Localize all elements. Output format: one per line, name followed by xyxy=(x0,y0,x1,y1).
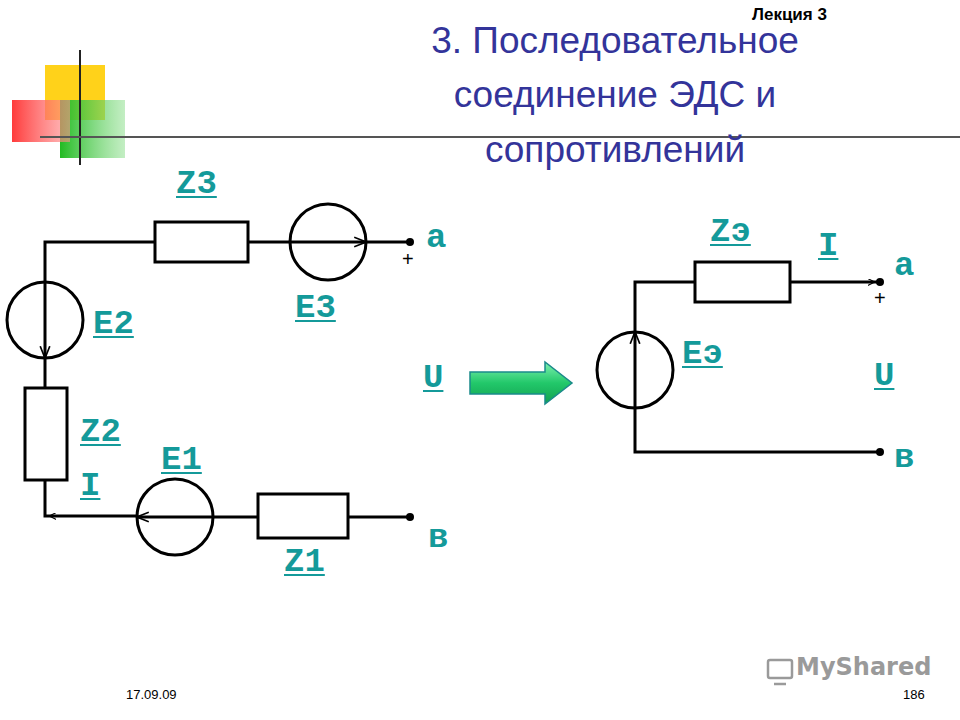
transform-arrow xyxy=(470,362,572,404)
equivalent-circuit xyxy=(597,262,880,452)
emf-source-symbol xyxy=(597,332,673,408)
impedance-label: Z2 xyxy=(80,414,121,451)
emf-label: E3 xyxy=(295,290,336,327)
slide-number: 186 xyxy=(903,688,925,702)
voltage-label: U xyxy=(874,358,894,395)
polarity-mark: + xyxy=(874,287,886,309)
emf-source-symbol xyxy=(137,479,213,555)
impedance-label: Zэ xyxy=(710,214,751,251)
terminal xyxy=(876,448,884,456)
resistor-symbol xyxy=(155,222,248,262)
terminal xyxy=(406,238,414,246)
impedance-label: Z1 xyxy=(284,544,325,581)
emf-label: E2 xyxy=(93,306,134,343)
terminal-label: в xyxy=(894,440,914,477)
voltage-label: U xyxy=(423,360,443,397)
terminal-label: a xyxy=(894,248,914,285)
lecture-number: Лекция 3 xyxy=(752,6,827,25)
terminal-label: a xyxy=(426,220,446,257)
terminal xyxy=(406,513,414,521)
resistor-symbol xyxy=(25,388,67,480)
current-arrow xyxy=(50,515,90,517)
terminal xyxy=(876,278,884,286)
resistor-symbol xyxy=(258,494,348,538)
emf-label: E1 xyxy=(161,442,202,479)
emf-label: Eэ xyxy=(682,336,723,373)
impedance-label: Z3 xyxy=(176,166,217,203)
current-arrow xyxy=(830,281,874,283)
resistor-symbol xyxy=(695,262,790,302)
series-circuit xyxy=(7,204,410,555)
terminal-label: в xyxy=(428,520,448,557)
emf-source-symbol xyxy=(7,282,83,358)
slide-title: 3. Последовательное соединение ЭДС и соп… xyxy=(355,14,875,177)
watermark: MyShared xyxy=(796,654,931,680)
emf-source-symbol xyxy=(290,204,366,280)
slide-date: 17.09.09 xyxy=(126,688,177,702)
watermark-icon xyxy=(768,660,792,684)
current-label: I xyxy=(80,468,100,505)
current-label: I xyxy=(818,228,838,265)
polarity-mark: + xyxy=(402,248,414,270)
